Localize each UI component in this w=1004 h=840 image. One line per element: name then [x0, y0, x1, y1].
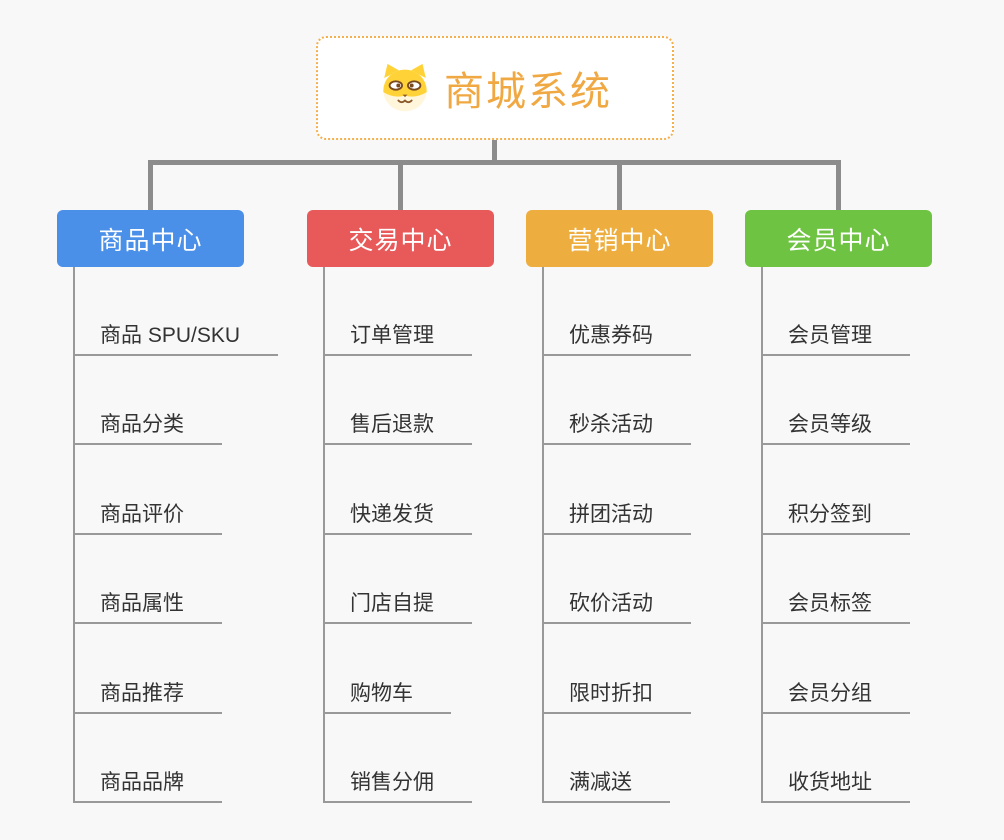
branch-drop-connector	[617, 160, 622, 210]
branch-header-3[interactable]: 会员中心	[745, 210, 932, 267]
leaf-label: 收货地址	[788, 771, 872, 794]
leaf-label: 会员分组	[788, 682, 872, 705]
branch-drop-connector	[398, 160, 403, 210]
leaf-label: 商品品牌	[100, 771, 184, 794]
dog-face-icon	[378, 63, 432, 113]
horizontal-rail-connector	[148, 160, 841, 165]
branch-header-2[interactable]: 营销中心	[526, 210, 713, 267]
leaf-label: 门店自提	[350, 592, 434, 615]
leaf-node[interactable]: 优惠券码	[542, 323, 691, 356]
leaf-label: 会员等级	[788, 413, 872, 436]
branch-drop-connector	[836, 160, 841, 210]
leaf-node[interactable]: 商品品牌	[73, 770, 222, 803]
leaf-node[interactable]: 会员分组	[761, 681, 910, 714]
leaf-node[interactable]: 门店自提	[323, 591, 472, 624]
leaf-node[interactable]: 会员等级	[761, 412, 910, 445]
leaf-label: 会员管理	[788, 324, 872, 347]
leaf-node[interactable]: 商品分类	[73, 412, 222, 445]
column-connector	[73, 267, 75, 803]
leaf-label: 售后退款	[350, 413, 434, 436]
leaf-node[interactable]: 会员标签	[761, 591, 910, 624]
leaf-label: 商品评价	[100, 503, 184, 526]
leaf-node[interactable]: 商品 SPU/SKU	[73, 323, 279, 356]
leaf-node[interactable]: 售后退款	[323, 412, 472, 445]
leaf-node[interactable]: 积分签到	[761, 502, 910, 535]
leaf-node[interactable]: 商品属性	[73, 591, 222, 624]
leaf-label: 限时折扣	[569, 682, 653, 705]
leaf-label: 商品 SPU/SKU	[100, 324, 241, 347]
leaf-node[interactable]: 秒杀活动	[542, 412, 691, 445]
leaf-node[interactable]: 订单管理	[323, 323, 472, 356]
leaf-node[interactable]: 购物车	[323, 681, 451, 714]
leaf-node[interactable]: 销售分佣	[323, 770, 472, 803]
leaf-label: 商品分类	[100, 413, 184, 436]
column-connector	[542, 267, 544, 803]
leaf-label: 秒杀活动	[569, 413, 653, 436]
root-title: 商城系统	[444, 70, 612, 114]
leaf-label: 购物车	[350, 682, 413, 705]
leaf-node[interactable]: 满减送	[542, 770, 670, 803]
leaf-label: 商品属性	[100, 592, 184, 615]
leaf-label: 砍价活动	[569, 592, 653, 615]
leaf-label: 会员标签	[788, 592, 872, 615]
branch-drop-connector	[148, 160, 153, 210]
leaf-label: 销售分佣	[350, 771, 434, 794]
root-node[interactable]: 商城系统	[316, 36, 674, 140]
leaf-label: 满减送	[569, 771, 632, 794]
leaf-node[interactable]: 拼团活动	[542, 502, 691, 535]
leaf-node[interactable]: 商品评价	[73, 502, 222, 535]
branch-header-1[interactable]: 交易中心	[307, 210, 494, 267]
leaf-label: 快递发货	[350, 503, 434, 526]
leaf-node[interactable]: 收货地址	[761, 770, 910, 803]
leaf-node[interactable]: 会员管理	[761, 323, 910, 356]
leaf-label: 订单管理	[350, 324, 434, 347]
branch-header-0[interactable]: 商品中心	[57, 210, 244, 267]
column-connector	[761, 267, 763, 803]
leaf-node[interactable]: 限时折扣	[542, 681, 691, 714]
leaf-label: 拼团活动	[569, 503, 653, 526]
leaf-label: 商品推荐	[100, 682, 184, 705]
leaf-node[interactable]: 快递发货	[323, 502, 472, 535]
leaf-node[interactable]: 商品推荐	[73, 681, 222, 714]
column-connector	[323, 267, 325, 803]
leaf-label: 积分签到	[788, 503, 872, 526]
trunk-connector	[492, 140, 497, 165]
leaf-node[interactable]: 砍价活动	[542, 591, 691, 624]
leaf-label: 优惠券码	[569, 324, 653, 347]
